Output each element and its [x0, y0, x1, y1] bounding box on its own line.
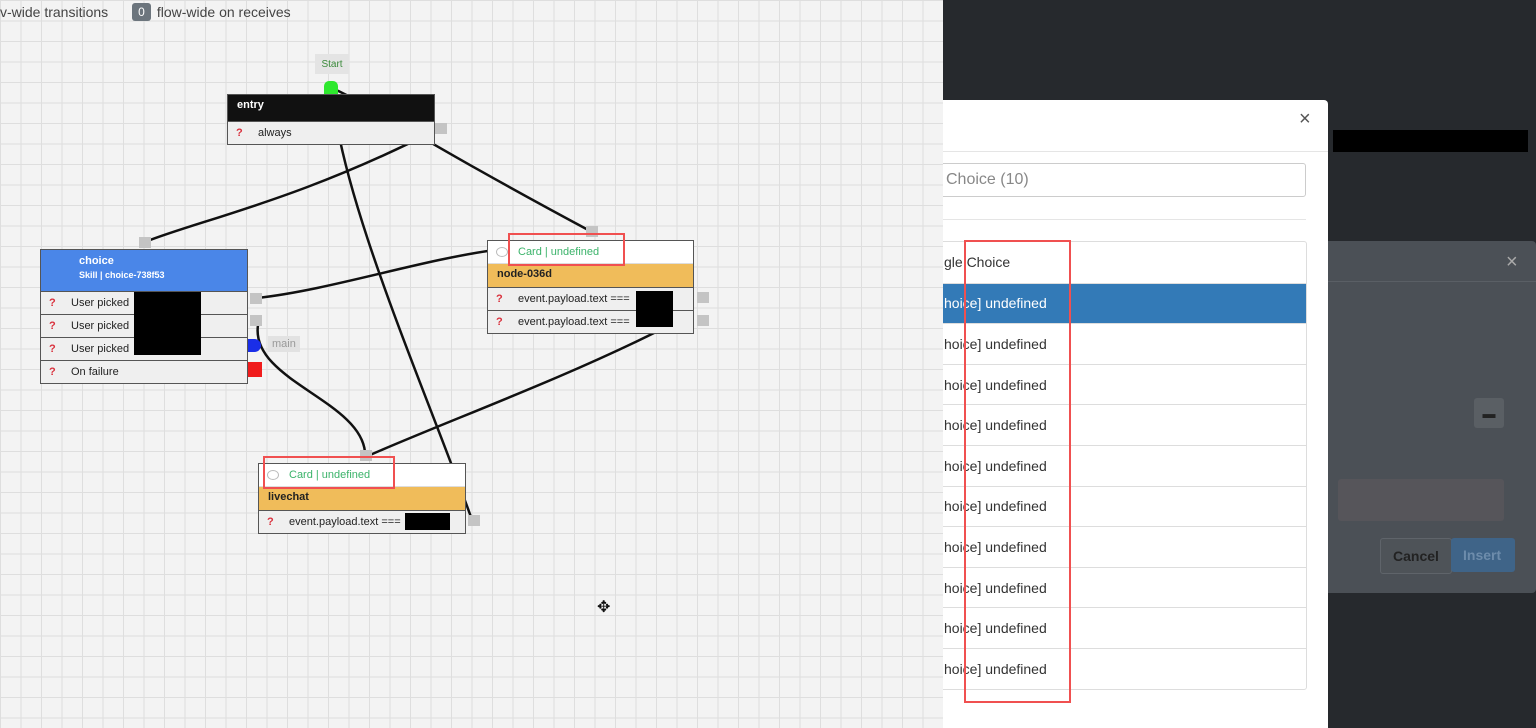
message-area: [1338, 479, 1504, 521]
card-label: Card | undefined: [518, 246, 600, 258]
list-item[interactable]: hoice] undefined: [943, 647, 1306, 689]
node-title: entry: [228, 95, 434, 121]
search-input[interactable]: Choice (10): [943, 163, 1306, 197]
card-row: Card | undefined: [259, 464, 465, 486]
output-port[interactable]: [697, 315, 709, 326]
node-036d[interactable]: Card | undefined node-036d ? event.payloa…: [487, 240, 694, 334]
output-port[interactable]: [250, 293, 262, 304]
start-label: Start: [315, 54, 349, 74]
redacted-box: [636, 291, 673, 327]
transition-label: User picked: [71, 297, 130, 309]
highlight-box: [263, 456, 395, 489]
transition-label: User picked: [71, 343, 130, 355]
main-label: main: [268, 336, 300, 352]
list-item[interactable]: hoice] undefined: [943, 282, 1306, 324]
output-port[interactable]: [468, 515, 480, 526]
redacted-box: [405, 513, 450, 530]
list-item[interactable]: hoice] undefined: [943, 566, 1306, 608]
output-port[interactable]: [697, 292, 709, 303]
insert-button[interactable]: Insert: [1451, 538, 1515, 572]
close-icon[interactable]: ×: [1299, 108, 1311, 130]
cancel-button[interactable]: Cancel: [1380, 538, 1452, 574]
transition-label: event.payload.text ===: [518, 316, 630, 328]
card-label: Card | undefined: [289, 469, 371, 481]
input-port[interactable]: [139, 237, 151, 248]
redacted-box: [1333, 130, 1528, 152]
flow-stats-bar: v-wide transitions 0 flow-wide on receiv…: [0, 0, 291, 24]
node-entry[interactable]: entry ? always: [227, 94, 435, 145]
list-item[interactable]: hoice] undefined: [943, 404, 1306, 445]
connection: [144, 126, 441, 244]
output-port[interactable]: [435, 123, 447, 134]
chat-bubble-icon: [496, 247, 508, 257]
connection: [369, 328, 661, 457]
question-icon: ?: [496, 293, 503, 305]
connection: [256, 248, 496, 300]
list-item[interactable]: hoice] undefined: [943, 363, 1306, 405]
transition-label: On failure: [71, 366, 119, 378]
card-row: Card | undefined: [488, 241, 693, 263]
insert-dialog: × ▬ Cancel Insert: [1328, 241, 1536, 593]
node-title: node-036d: [488, 263, 693, 287]
choice-list: gle Choice hoice] undefined hoice] undef…: [943, 241, 1307, 690]
node-title: livechat: [259, 486, 465, 510]
list-item[interactable]: hoice] undefined: [943, 485, 1306, 527]
main-port[interactable]: [248, 339, 261, 352]
transition-row[interactable]: ? always: [228, 121, 434, 144]
move-cursor-icon: ✥: [597, 599, 611, 616]
question-icon: ?: [49, 297, 56, 309]
close-icon[interactable]: ×: [1506, 251, 1518, 273]
folder-open-icon[interactable]: ▬: [1474, 398, 1504, 428]
failure-port[interactable]: [248, 362, 262, 377]
node-header: choice Skill | choice-738f53: [41, 250, 247, 291]
question-icon: ?: [496, 316, 503, 328]
output-port[interactable]: [250, 315, 262, 326]
highlight-box: [964, 240, 1071, 703]
list-item[interactable]: hoice] undefined: [943, 444, 1306, 486]
transition-label: event.payload.text ===: [518, 293, 630, 305]
list-header: gle Choice: [944, 254, 1011, 271]
transitions-label: v-wide transitions: [0, 4, 109, 20]
list-item[interactable]: hoice] undefined: [943, 323, 1306, 364]
question-icon: ?: [49, 320, 56, 332]
receives-count-badge: 0: [132, 3, 151, 21]
list-item[interactable]: hoice] undefined: [943, 607, 1306, 648]
chat-bubble-icon: [267, 470, 279, 480]
flow-canvas[interactable]: v-wide transitions 0 flow-wide on receiv…: [0, 0, 943, 728]
question-icon: ?: [49, 343, 56, 355]
transition-row[interactable]: ? On failure: [41, 360, 247, 383]
transition-label: always: [258, 127, 292, 139]
input-port[interactable]: [360, 450, 372, 461]
question-icon: ?: [49, 366, 56, 378]
question-icon: ?: [267, 516, 274, 528]
choice-picker-modal: × Choice (10) gle Choice hoice] undefine…: [943, 100, 1328, 728]
node-title: choice: [79, 255, 114, 267]
node-subtitle: Skill | choice-738f53: [79, 270, 165, 280]
redacted-box: [134, 292, 201, 355]
list-item[interactable]: hoice] undefined: [943, 526, 1306, 567]
input-port[interactable]: [586, 226, 598, 237]
transition-label: event.payload.text ===: [289, 516, 401, 528]
question-icon: ?: [236, 127, 243, 139]
transition-label: User picked: [71, 320, 130, 332]
start-port[interactable]: [324, 81, 338, 94]
receives-label: flow-wide on receives: [156, 4, 291, 20]
highlight-box: [508, 233, 625, 266]
